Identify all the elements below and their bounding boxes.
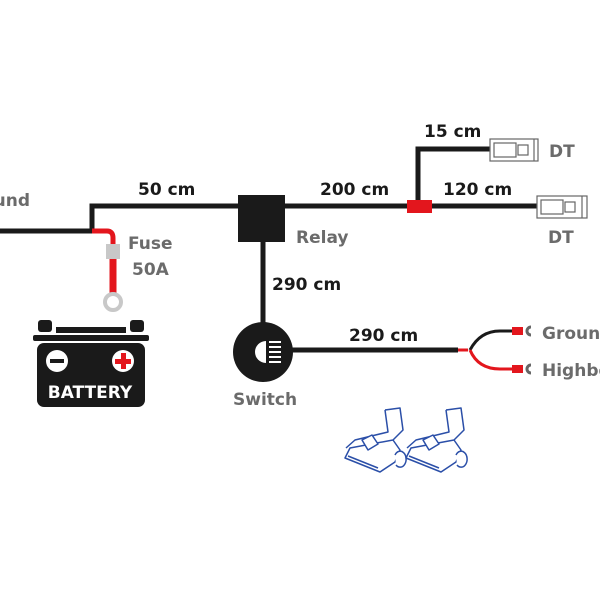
- relay-icon: [238, 195, 285, 242]
- relay-label: Relay: [296, 228, 348, 248]
- terminal-highbeam-icon: [512, 363, 532, 375]
- ground-left-label: Ground: [0, 191, 30, 211]
- length-switch-split: 290 cm: [349, 326, 418, 346]
- fuse-rating-label: 50A: [132, 260, 170, 280]
- battery-icon: [33, 320, 149, 407]
- dt-top-label: DT: [549, 142, 575, 162]
- length-splice-dt-bottom: 120 cm: [443, 180, 512, 200]
- ground-right-label: Ground: [542, 324, 600, 344]
- length-ground-relay: 50 cm: [138, 180, 195, 200]
- wire-tap-connector-icon: [405, 407, 468, 473]
- switch-label: Switch: [233, 390, 297, 410]
- length-relay-splice: 200 cm: [320, 180, 389, 200]
- switch-icon: [233, 322, 293, 382]
- splice-icon: [407, 200, 432, 213]
- wire-tap-connector-icon: [344, 407, 407, 473]
- terminal-ground-icon: [512, 325, 532, 337]
- dt-bottom-label: DT: [548, 228, 574, 248]
- length-splice-dt-top: 15 cm: [424, 122, 481, 142]
- positive-wires: [92, 228, 515, 371]
- battery-label: BATTERY: [48, 383, 133, 403]
- ring-terminal-icon: [103, 292, 123, 312]
- highbeam-label: Highbeam: [542, 361, 600, 381]
- main-wire: [0, 146, 540, 353]
- dt-connector-top-icon: [489, 138, 539, 162]
- fuse-icon: [106, 244, 120, 259]
- length-relay-switch: 290 cm: [272, 275, 341, 295]
- dt-connector-bottom-icon: [536, 195, 588, 219]
- fuse-label: Fuse: [128, 234, 173, 254]
